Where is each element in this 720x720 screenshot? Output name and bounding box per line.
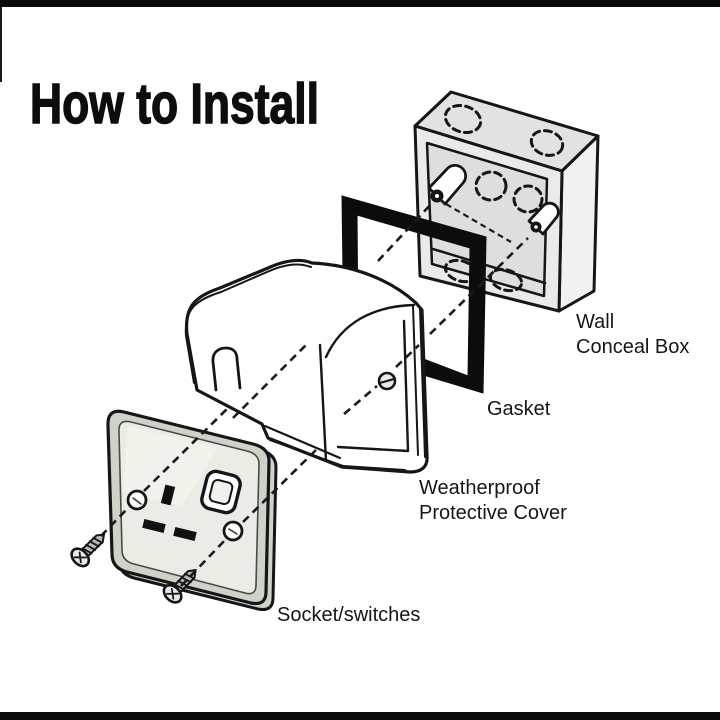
- cover-dome-rim-arc: [324, 303, 416, 359]
- cover-molded-edge-line: [184, 263, 312, 384]
- bottom-border-bar: [0, 712, 720, 720]
- screw-hole: [222, 520, 244, 542]
- earth-pin-slot: [160, 484, 176, 506]
- screw-icon: [70, 533, 106, 568]
- socket-label-text: Socket/switches: [277, 604, 421, 626]
- screw-hole: [126, 489, 148, 511]
- left-edge-line: [0, 7, 2, 82]
- knockout-hole-icon: [443, 104, 483, 134]
- cover-bottom-lip-line: [342, 465, 406, 471]
- cable-entry-notch: [211, 346, 242, 392]
- box-interior-shelf-edge: [431, 247, 547, 285]
- top-border-bar: [0, 0, 720, 7]
- dashed-guide-lines: [100, 201, 529, 587]
- pin-slot: [173, 526, 197, 542]
- weatherproof-cover-label: Weatherproof Protective Cover: [419, 476, 567, 526]
- cover-flange-edge-line: [412, 305, 419, 456]
- gasket-label: Gasket: [487, 397, 550, 422]
- cover-bottom-lip-line: [263, 424, 342, 460]
- cover-label-line2: Protective Cover: [419, 502, 567, 524]
- cover-hood-outline: [184, 258, 429, 474]
- socket-switches-label: Socket/switches: [277, 603, 420, 628]
- wall-box-label-line2: Conceal Box: [576, 336, 690, 358]
- gasket-label-text: Gasket: [487, 398, 551, 420]
- wall-conceal-box-label: Wall Conceal Box: [576, 310, 689, 360]
- page-title: How to Install: [29, 72, 319, 136]
- socket-drawing: [106, 409, 278, 611]
- wall-box-label-line1: Wall: [576, 311, 615, 333]
- cover-label-line1: Weatherproof: [419, 477, 540, 499]
- plate-highlight: [123, 426, 218, 506]
- weatherproof-cover-drawing: [184, 258, 429, 474]
- cover-bottom-lip-line: [268, 438, 345, 468]
- cover-opening-frame: [336, 319, 410, 453]
- cover-panel-divide-line: [318, 343, 328, 463]
- knockout-hole-icon: [474, 170, 508, 202]
- box-screw-post: [427, 164, 468, 206]
- wall-conceal-box-drawing: [413, 90, 600, 313]
- rocker-switch: [200, 469, 242, 515]
- cover-fixing-screw-head: [377, 371, 397, 391]
- knockout-hole-icon: [529, 129, 565, 157]
- cover-flange-edge-line: [419, 308, 426, 458]
- pin-slot: [142, 518, 166, 534]
- knockout-hole-icon: [512, 184, 544, 214]
- box-screw-post: [527, 201, 560, 236]
